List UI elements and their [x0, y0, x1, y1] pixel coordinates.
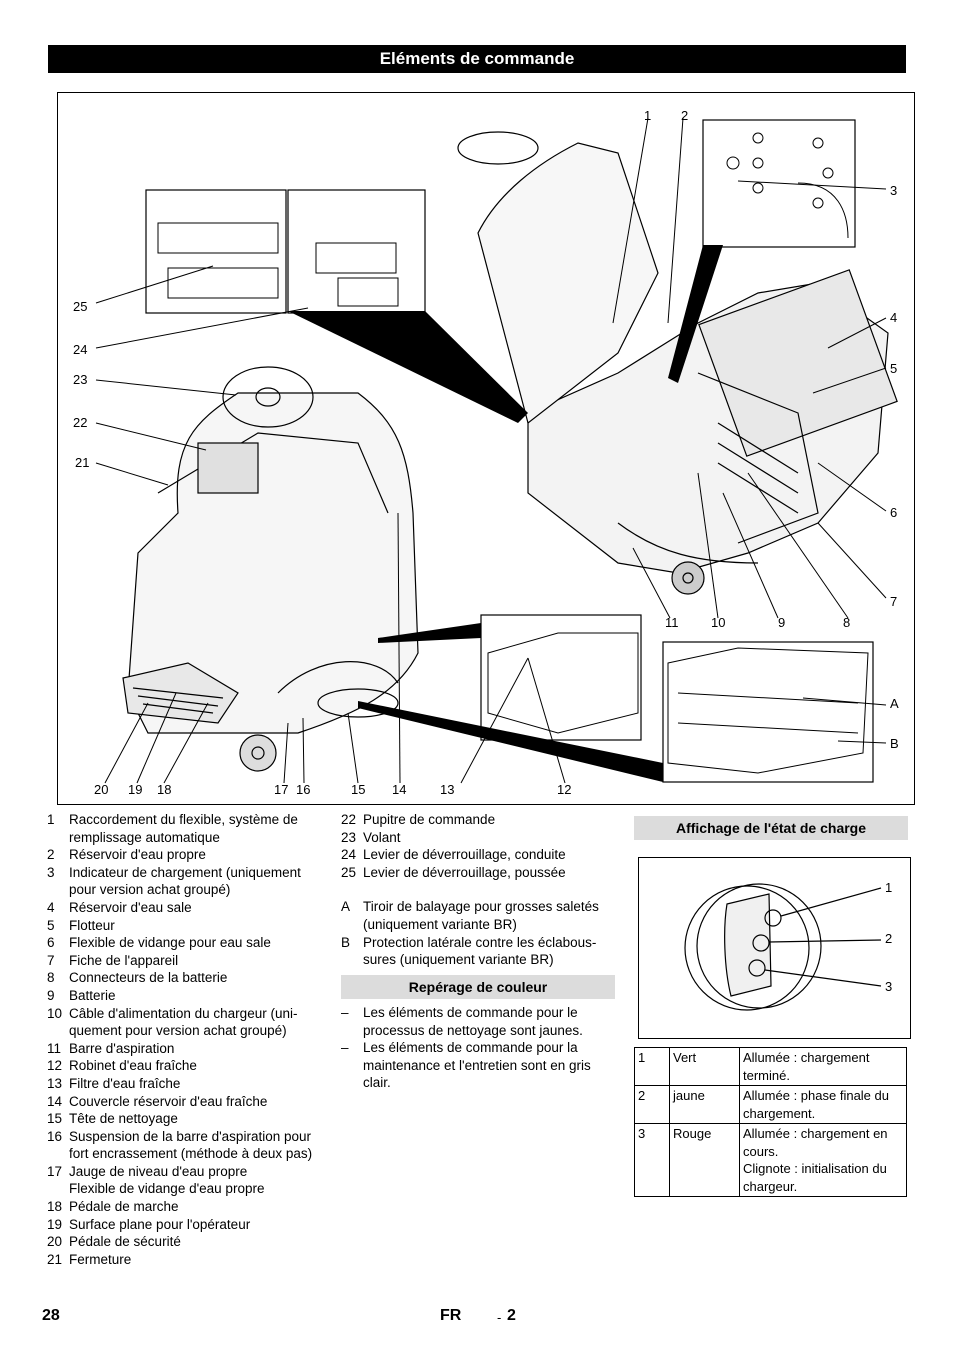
charge-indicator-diagram: 1 2 3	[638, 857, 911, 1039]
table-row: 3 Rouge Allumée : chargement en cours. C…	[634, 1123, 907, 1197]
table-row: 2 jaune Allumée : phase finale du charge…	[634, 1085, 907, 1124]
page-title: Eléments de commande	[48, 45, 906, 73]
callout-20: 20	[94, 782, 109, 797]
callout-15: 15	[351, 782, 366, 797]
callout-9: 9	[778, 615, 786, 630]
page-number: 28	[42, 1307, 60, 1324]
charge-label-1: 1	[885, 880, 893, 895]
table-cell: 1	[634, 1047, 670, 1086]
table-cell: Allumée : chargement en cours. Clignote …	[739, 1123, 907, 1197]
list-item: –Les éléments de commande pour la mainte…	[341, 1040, 591, 1091]
callout-17: 17	[274, 782, 289, 797]
callout-3: 3	[890, 183, 898, 198]
table-cell: Rouge	[669, 1123, 740, 1197]
table-cell: Allumée : phase finale du chargement.	[739, 1085, 907, 1124]
callout-11: 11	[665, 615, 679, 630]
color-section-title: Repérage de couleur	[341, 975, 615, 999]
charge-indicator-svg	[684, 883, 882, 1011]
callout-13: 13	[440, 782, 455, 797]
callout-21: 21	[75, 455, 90, 470]
table-cell: 2	[634, 1085, 670, 1124]
callout-19: 19	[128, 782, 143, 797]
list-item: –Les éléments de commande pour le proces…	[341, 1005, 583, 1038]
table-cell: Vert	[669, 1047, 740, 1086]
callout-14: 14	[392, 782, 407, 797]
machine-illustration: 1 2 3 4 5 6 7 8 9 10 11 12 13 14 15 16 1…	[57, 92, 915, 805]
callout-12: 12	[557, 782, 572, 797]
callout-10: 10	[711, 615, 726, 630]
sub-page-number: 2	[507, 1307, 516, 1324]
callout-25: 25	[73, 299, 88, 314]
callout-1: 1	[644, 108, 652, 123]
table-cell: 3	[634, 1123, 670, 1197]
footer-separator: -	[497, 1310, 502, 1325]
callout-18: 18	[157, 782, 172, 797]
callout-4: 4	[890, 310, 898, 325]
table-row: 1 Vert Allumée : chargement terminé.	[634, 1047, 907, 1086]
charge-label-2: 2	[885, 931, 893, 946]
callout-24: 24	[73, 342, 88, 357]
callout-A: A	[890, 696, 899, 711]
callout-16: 16	[296, 782, 311, 797]
charge-label-3: 3	[885, 979, 893, 994]
language-code: FR	[440, 1307, 462, 1324]
table-cell: jaune	[669, 1085, 740, 1124]
callout-23: 23	[73, 372, 88, 387]
callout-6: 6	[890, 505, 898, 520]
callout-7: 7	[890, 594, 898, 609]
callout-B: B	[890, 736, 899, 751]
callout-8: 8	[843, 615, 851, 630]
table-cell: Allumée : chargement terminé.	[739, 1047, 907, 1086]
charge-status-table: 1 Vert Allumée : chargement terminé. 2 j…	[634, 1047, 907, 1197]
callout-5: 5	[890, 361, 898, 376]
callout-22: 22	[73, 415, 88, 430]
machine-drawing	[95, 117, 898, 784]
color-section-list: –Les éléments de commande pour le proces…	[341, 1004, 615, 1092]
callout-2: 2	[681, 108, 689, 123]
charge-section-title: Affichage de l'état de charge	[634, 816, 908, 840]
